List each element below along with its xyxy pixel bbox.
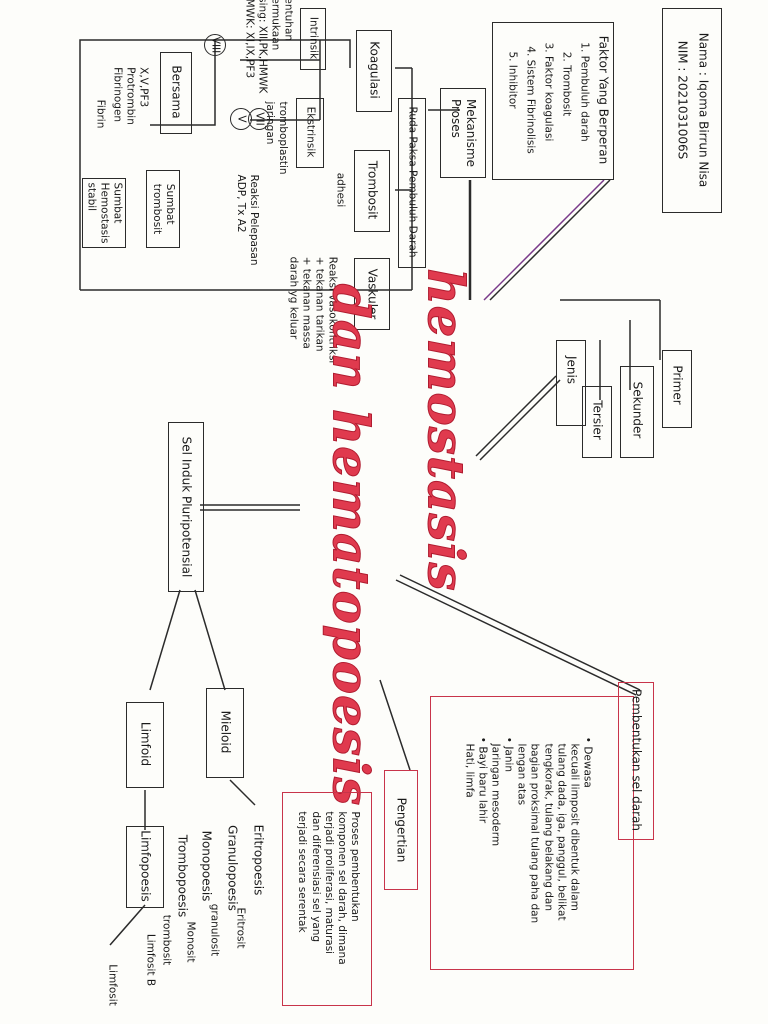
sel-induk-box — [168, 422, 204, 592]
identity-name: Nama : Iqoma Birrun Nisa — [696, 32, 711, 188]
limfosit-label: Limfosit — [106, 964, 119, 1006]
limfoid-label: Limfoid — [138, 721, 153, 767]
identity-nim: NIM : 2021031006S — [675, 40, 690, 160]
faktor-item-5: 5. Inhibitor — [506, 51, 519, 109]
koagulasi-label: Koagulasi — [367, 41, 382, 99]
pengertian-heading-box — [384, 770, 418, 890]
jenis-sekunder: Sekunder — [630, 381, 645, 439]
intrinsik-label: Intrinsik — [307, 16, 320, 60]
jenis-primer: Primer — [670, 365, 685, 405]
granulosit-label: granulosit — [208, 903, 221, 957]
faktor-item-4: 4. Sistem Fibrinolisis — [524, 46, 537, 154]
connector-faktor — [489, 179, 611, 301]
faktor-heading: Faktor Yang Berperan — [596, 35, 611, 165]
limfopoesis-label: Limfopoesis — [138, 830, 153, 902]
sumbat-hemostasis-box — [82, 178, 126, 248]
mieloid-label: Mieloid — [218, 710, 233, 754]
jenis-box — [556, 340, 586, 426]
mieloid-box — [206, 688, 244, 778]
ekstrinsik-box — [296, 98, 324, 168]
sumbat-trombosit-box — [146, 170, 180, 248]
numeral-v-circle — [230, 108, 252, 130]
ruda-box — [398, 98, 426, 268]
pembentukan-heading-box — [618, 682, 654, 840]
pengertian-text: Proses pembentukan komponen sel darah, d… — [296, 811, 361, 965]
title-hemostasis: hemostasis — [416, 268, 476, 592]
sumbat-hemostasis-label: Sumbat Hemostasis stabil — [85, 182, 124, 244]
primer-box — [662, 350, 692, 428]
faktor-item-2: 2. Trombosit — [560, 51, 573, 117]
limfoid-box — [126, 702, 164, 788]
numeral-viii-circle — [204, 34, 226, 56]
eritropoesis-label: Eritropoesis — [251, 824, 266, 896]
faktor-box — [492, 22, 614, 180]
granulopoesis-label: Granulopoesis — [225, 825, 240, 911]
tersier-box — [582, 386, 612, 458]
trombosit-result-label: trombosit — [160, 914, 173, 966]
trombopoesis-label: Trombopoesis — [175, 834, 190, 918]
mekanisme-box — [440, 88, 486, 178]
mekanisme-label: Mekanisme Proses — [449, 98, 478, 168]
vaskuler-box — [354, 258, 390, 330]
pengertian-heading: Pengertian — [394, 797, 409, 863]
pengertian-box — [282, 792, 372, 1006]
jenis-label: Jenis — [564, 355, 579, 385]
bersama-label: Bersama — [169, 65, 184, 119]
limfopoesis-box — [126, 826, 164, 908]
koagulasi-box — [356, 30, 392, 112]
bersama-box — [160, 52, 192, 134]
fibrin-label: Fibrin — [94, 99, 107, 129]
intrinsik-box — [300, 8, 326, 70]
bersama-text: X,V,PF3 Protrombin Fibrinogen — [111, 67, 150, 125]
trombosit-box — [354, 150, 390, 232]
sumbat-trombosit-label: Sumbat trombosit — [151, 183, 177, 235]
ruda-label: Ruda Paksa Pembuluh Darah — [406, 106, 419, 258]
faktor-item-3: 3. Faktor koagulasi — [542, 42, 555, 142]
trombosit-label: Trombosit — [365, 160, 380, 220]
numeral-viii: VIII — [209, 36, 222, 54]
limfosit-b-label: Limfosit B — [144, 933, 157, 987]
monopoesis-label: Monopoesis — [199, 830, 214, 902]
ekstrinsik-label: Ekstrinsik — [304, 106, 317, 158]
sel-induk-label: Sel Induk Pluripotensial — [179, 436, 194, 578]
pembentukan-text: • Dewasa kecuali limposit dibentuk dalam… — [463, 736, 594, 924]
pembentukan-heading: Pembentukan sel darah — [629, 689, 644, 831]
eritrosit-label: Eritrosit — [234, 907, 247, 949]
sekunder-box — [620, 366, 654, 458]
pembentukan-box — [430, 696, 634, 970]
numeral-vii: VII — [253, 112, 266, 126]
monosit-label: Monosit — [184, 921, 197, 963]
numeral-v: V — [235, 115, 248, 123]
title-hematopoesis: dan hematopoesis — [321, 283, 381, 807]
identity-box — [662, 8, 722, 213]
faktor-item-1: 1. Pembuluh darah — [578, 42, 591, 142]
intrinsik-text: Sentuhan permukaan asing: XII,PK,HMWK HM… — [242, 0, 295, 94]
adhesi-text: adhesi — [334, 172, 347, 208]
reaksi-pelepasan-text: Reaksi Pelepasan ADP, Tx A2 — [235, 174, 261, 266]
jenis-tersier: Tersier — [590, 400, 605, 440]
